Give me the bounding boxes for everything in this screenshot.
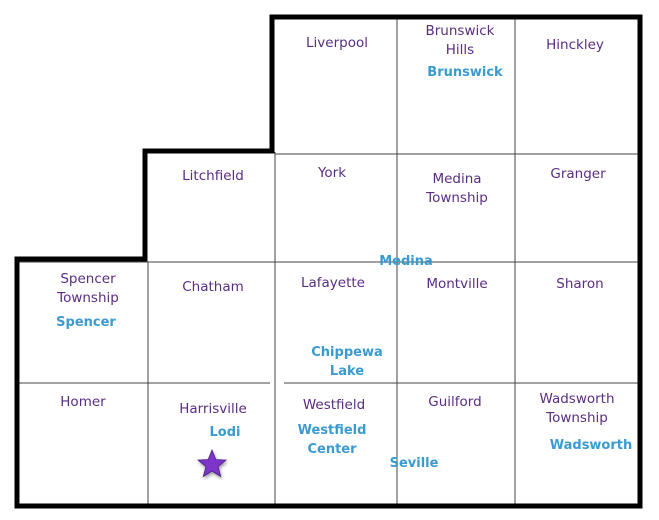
township-label-harrisville: Harrisville: [179, 401, 247, 417]
township-label-guilford: Guilford: [428, 394, 482, 410]
township-label-text: Wadsworth Township: [539, 391, 615, 426]
city-label-medina: Medina: [379, 254, 433, 269]
city-label-text: Chippewa Lake: [311, 345, 383, 379]
township-label-litchfield: Litchfield: [182, 168, 244, 184]
township-label-hinckley: Hinckley: [546, 37, 604, 53]
city-label-seville: Seville: [389, 456, 439, 471]
township-label-text: Spencer Township: [57, 271, 119, 306]
township-label-york: York: [317, 165, 347, 181]
township-label-medina-township: Medina Township: [407, 170, 507, 208]
city-label-text: Westfield Center: [297, 423, 367, 457]
city-label-brunswick: Brunswick: [427, 65, 503, 80]
township-label-text: Medina Township: [426, 171, 488, 206]
city-label-chippewa-lake: Chippewa Lake: [297, 343, 397, 381]
city-label-lodi: Lodi: [209, 425, 241, 440]
county-border: [14, 14, 643, 509]
township-label-homer: Homer: [60, 394, 106, 410]
star-icon: [196, 448, 228, 478]
township-label-westfield: Westfield: [302, 397, 366, 413]
city-label-spencer: Spencer: [56, 315, 116, 330]
township-label-montville: Montville: [426, 276, 488, 292]
township-label-sharon: Sharon: [556, 276, 604, 292]
township-label-spencer-township: Spencer Township: [38, 270, 138, 308]
township-label-lafayette: Lafayette: [300, 275, 365, 291]
city-label-westfield-center: Westfield Center: [282, 421, 382, 459]
township-label-liverpool: Liverpool: [306, 35, 368, 51]
city-label-wadsworth: Wadsworth: [549, 438, 633, 453]
township-label-text: Brunswick Hills: [425, 23, 495, 58]
township-label-brunswick-hills: Brunswick Hills: [410, 22, 510, 60]
township-label-wadsworth-township: Wadsworth Township: [527, 390, 627, 428]
township-label-granger: Granger: [550, 166, 606, 182]
township-label-chatham: Chatham: [182, 279, 244, 295]
township-grid: [17, 18, 640, 505]
